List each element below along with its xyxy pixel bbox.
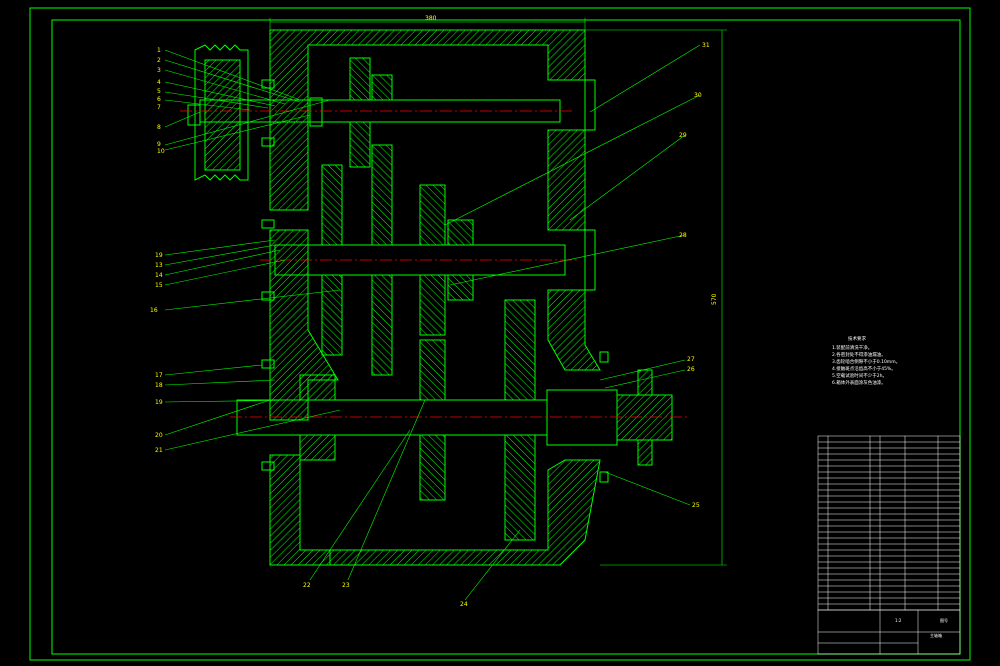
parts-list-table xyxy=(817,435,961,611)
part-label: 3 xyxy=(157,67,161,74)
part-label: 7 xyxy=(157,104,161,111)
part-label: 27 xyxy=(687,356,695,363)
part-label: 29 xyxy=(679,132,687,139)
part-label: 24 xyxy=(460,601,468,608)
part-labels-right: 31 30 29 28 27 26 25 xyxy=(679,42,710,509)
part-label: 26 xyxy=(687,366,695,373)
dimension-height: 570 xyxy=(711,293,718,305)
part-label: 13 xyxy=(155,262,163,269)
note-line: 5.空载试验时间不少于2h。 xyxy=(832,372,887,379)
note-line: 3.齿轮啮合侧隙不小于0.10mm。 xyxy=(832,358,900,365)
part-labels-left-top: 1 2 3 4 5 6 7 8 9 10 xyxy=(157,47,165,155)
part-label: 18 xyxy=(155,382,163,389)
inner-frame xyxy=(51,19,961,655)
part-label: 17 xyxy=(155,372,163,379)
part-label: 23 xyxy=(342,582,350,589)
note-line: 2.各密封处不得渗油漏油。 xyxy=(832,351,886,358)
part-label: 2 xyxy=(157,57,161,64)
title-block-main: 主轴箱 xyxy=(930,632,942,638)
part-label: 19 xyxy=(155,252,163,259)
title-block-scale: 1:2 xyxy=(895,618,902,623)
part-labels-left-low: 17 18 19 20 21 xyxy=(155,372,163,454)
part-label: 10 xyxy=(157,148,165,155)
note-line: 1.装配前清洗干净。 xyxy=(832,344,872,351)
part-label: 28 xyxy=(679,232,687,239)
part-label: 31 xyxy=(702,42,710,49)
output-shaft xyxy=(230,299,690,541)
part-labels-bottom: 22 23 24 xyxy=(303,582,468,608)
part-label: 15 xyxy=(155,282,163,289)
part-label: 20 xyxy=(155,432,163,439)
part-label: 4 xyxy=(157,79,161,86)
leader-lines xyxy=(164,44,701,601)
part-labels-left-mid: 19 13 14 15 16 xyxy=(150,252,163,314)
part-label: 25 xyxy=(692,502,700,509)
gearbox-housing xyxy=(269,29,601,566)
part-label: 5 xyxy=(157,88,161,95)
part-label: 6 xyxy=(157,96,161,103)
part-label: 22 xyxy=(303,582,311,589)
part-label: 30 xyxy=(694,92,702,99)
part-label: 16 xyxy=(150,307,158,314)
part-label: 14 xyxy=(155,272,163,279)
part-label: 8 xyxy=(157,124,161,131)
part-label: 21 xyxy=(155,447,163,454)
title-block xyxy=(817,609,961,655)
note-line: 4.接触斑点沿齿高不小于45%。 xyxy=(832,365,896,372)
intermediate-shaft xyxy=(260,144,580,376)
outer-frame xyxy=(29,7,971,661)
title-block-sheet: 图号 xyxy=(940,617,948,623)
input-shaft xyxy=(180,57,575,168)
v-belt-pulley xyxy=(187,44,249,181)
note-line: 6.箱体外表面涂灰色油漆。 xyxy=(832,379,886,386)
part-label: 19 xyxy=(155,399,163,406)
technical-notes: 技术要求 1.装配前清洗干净。 2.各密封处不得渗油漏油。 3.齿轮啮合侧隙不小… xyxy=(832,335,900,386)
dimension-lines xyxy=(269,18,727,566)
dimension-width: 380 xyxy=(425,15,437,22)
notes-title: 技术要求 xyxy=(848,335,866,342)
part-label: 1 xyxy=(157,47,161,54)
part-label: 9 xyxy=(157,141,161,148)
